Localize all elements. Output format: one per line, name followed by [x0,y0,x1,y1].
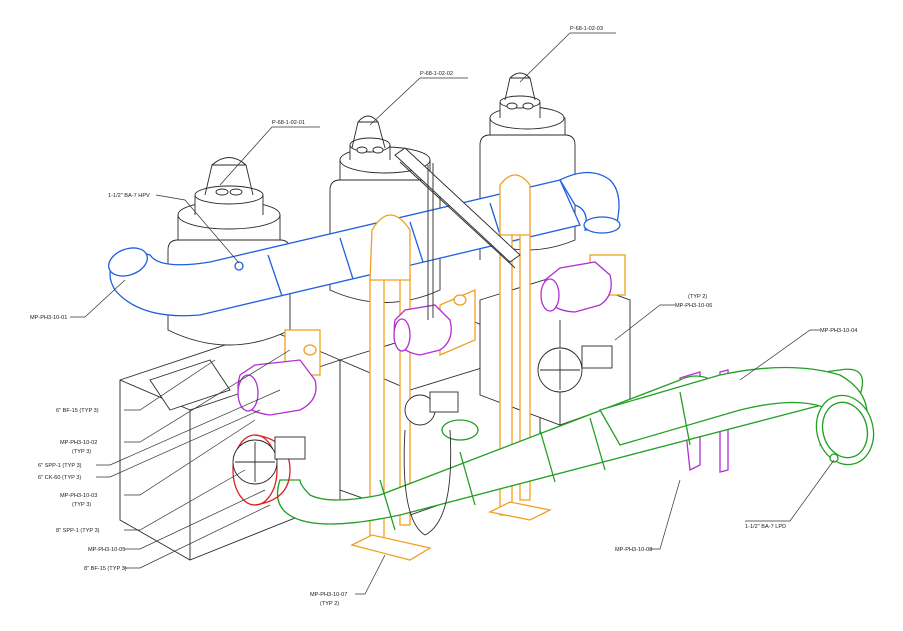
label-pump-2: P-68-1-02-02 [420,71,453,77]
label-mp01: MP-PH3-10-01 [30,315,67,321]
label-mp05: MP-PH3-10-05 [88,547,125,553]
label-bf15-bottom: 8" BF-15 (TYP 3) [84,566,127,572]
label-mp03: MP-PH3-10-03 [60,493,97,499]
label-mp08: MP-PH3-10-08 [615,547,652,553]
reducer-flange [232,434,291,506]
label-mp06: MP-PH3-10-06 [675,303,712,309]
butterfly-valves [232,345,613,536]
label-hpv: 1-1/2" BA-7 HPV [108,193,150,199]
label-mp03-typ: (TYP 3) [72,502,91,508]
callout-labels: P-68-1-02-01 P-68-1-02-02 P-68-1-02-03 1… [30,26,857,607]
label-mp07-typ: (TYP 2) [320,601,339,607]
label-mp04: MP-PH3-10-04 [820,328,857,334]
label-pump-3: P-68-1-02-03 [570,26,603,32]
label-pump-1: P-68-1-02-01 [272,120,305,126]
label-lpd: 1-1/2" BA-7 LPD [745,524,786,530]
suction-header [276,366,875,531]
label-bf15-top: 6" BF-15 (TYP 3) [56,408,99,414]
label-mp02: MP-PH3-10-02 [60,440,97,446]
leader-lines [70,32,835,595]
label-ck60: 6" CK-60 (TYP 3) [38,475,81,481]
label-mp06-typ: (TYP 2) [688,294,707,300]
label-mp02-typ: (TYP 3) [72,449,91,455]
label-spp1-top: 6" SPP-1 (TYP 3) [38,463,82,469]
overhead-beam [394,147,521,320]
label-mp07: MP-PH3-10-07 [310,592,347,598]
label-spp1-bottom: 8" SPP-1 (TYP 3) [56,528,100,534]
